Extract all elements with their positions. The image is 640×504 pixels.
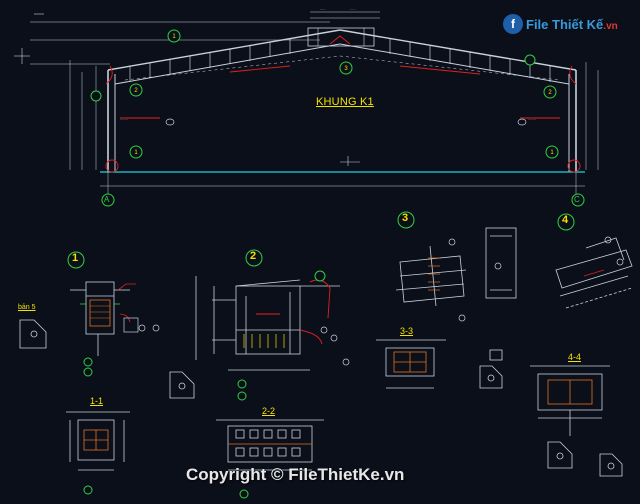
svg-text:.......: ....... xyxy=(528,116,536,121)
section-1-1 xyxy=(66,411,130,471)
copyright-watermark: Copyright © FileThietKe.vn xyxy=(186,465,405,484)
section-2-2 xyxy=(216,419,324,471)
logo-text: File Thiết Kế.vn xyxy=(526,17,618,32)
svg-text:.....: ..... xyxy=(350,6,356,11)
svg-text:1: 1 xyxy=(172,34,176,40)
svg-text:1: 1 xyxy=(134,150,138,156)
logo-domain: .vn xyxy=(603,20,618,32)
logo-mark-icon: f xyxy=(503,14,523,34)
svg-text:1: 1 xyxy=(550,150,554,156)
svg-text:2: 2 xyxy=(134,88,138,94)
drawing-title: KHUNG K1 xyxy=(316,96,374,108)
main-frame-callouts xyxy=(90,29,559,159)
section-label-1-1: 1-1 xyxy=(90,396,104,406)
detail-3 xyxy=(395,227,517,307)
site-logo[interactable]: f File Thiết Kế.vn xyxy=(503,14,618,34)
detail-2 xyxy=(195,276,340,371)
detail-4 xyxy=(555,237,633,309)
logo-name: File Thiết Kế xyxy=(526,16,604,32)
axis-bubbles xyxy=(101,193,585,207)
axis-label-right: C xyxy=(574,195,580,204)
part-label-ban-5: bản 5 xyxy=(18,304,36,311)
part-ban-5 xyxy=(19,319,47,349)
main-frame xyxy=(14,11,599,196)
detail-number-1: 1 xyxy=(72,252,79,264)
svg-text:2: 2 xyxy=(548,90,552,96)
axis-label-left: A xyxy=(104,195,110,204)
section-3-3 xyxy=(376,339,446,389)
detail-number-3: 3 xyxy=(402,212,409,224)
section-label-4-4: 4-4 xyxy=(568,352,582,362)
svg-text:3: 3 xyxy=(344,66,348,72)
detail-1 xyxy=(70,281,130,356)
svg-text:.......: ....... xyxy=(120,116,128,121)
section-4-4 xyxy=(530,365,610,436)
detail-number-4: 4 xyxy=(562,214,569,226)
section-label-3-3: 3-3 xyxy=(400,326,414,336)
svg-text:.....: ..... xyxy=(320,6,326,11)
section-label-2-2: 2-2 xyxy=(262,406,276,416)
main-frame-red-marks xyxy=(105,35,581,173)
detail-number-2: 2 xyxy=(250,250,257,262)
